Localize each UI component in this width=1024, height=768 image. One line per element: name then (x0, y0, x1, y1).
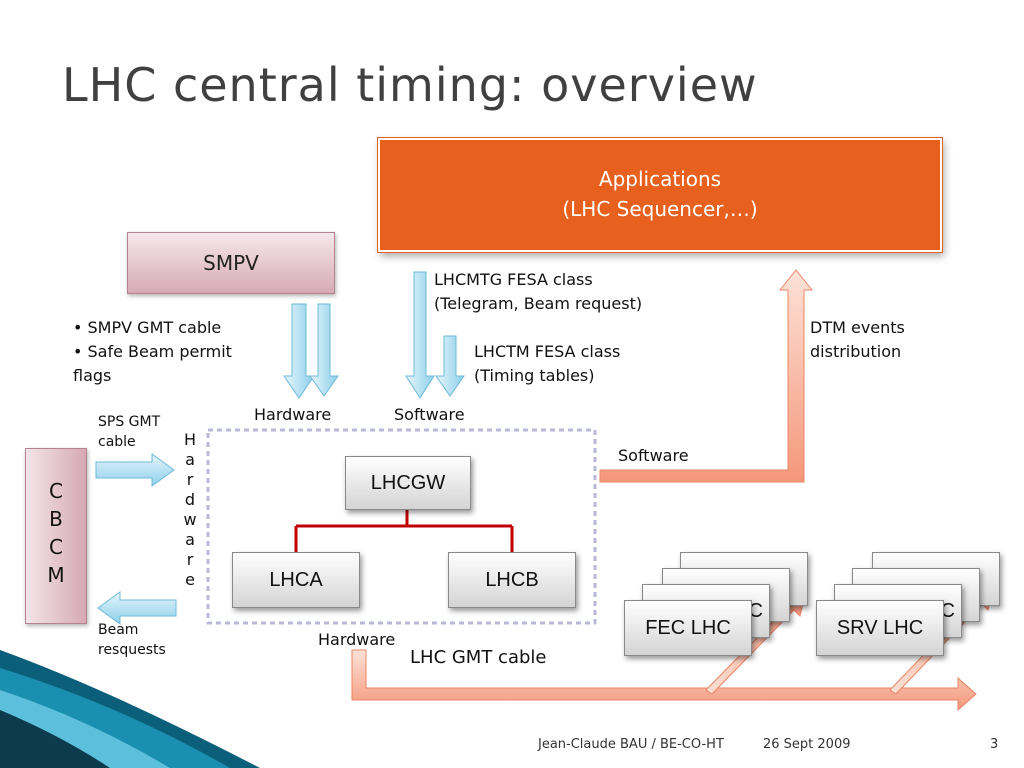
hardware-vertical-char: a (185, 530, 195, 549)
lhcgw-connector (294, 510, 514, 552)
hardware-down-arrow-1 (283, 303, 315, 399)
bullet-flags: flags (73, 366, 112, 385)
beam-requests-line-2: resquests (98, 642, 166, 658)
cbcm-char: B (49, 507, 63, 531)
sps-gmt-arrow (95, 453, 175, 487)
footer-page-number: 3 (990, 737, 999, 752)
dtm-line-1: DTM events (810, 318, 905, 337)
beam-request-arrow (97, 591, 177, 625)
lhcmtg-label: LHCMTG FESA class (Telegram, Beam reques… (434, 268, 642, 316)
software-right-label: Software (618, 446, 689, 465)
gmt-cable-label: LHC GMT cable (410, 647, 547, 668)
applications-label: Applications (598, 167, 722, 191)
applications-box: Applications (LHC Sequencer,…) (378, 138, 942, 252)
hardware-vertical-label: H a r d w a r e (180, 430, 200, 590)
applications-sublabel: (LHC Sequencer,…) (562, 197, 758, 221)
smpv-bullets: • SMPV GMT cable • Safe Beam permit flag… (73, 316, 232, 388)
hardware-vertical-char: w (183, 510, 197, 529)
software-down-arrow-1 (405, 271, 435, 399)
beam-requests-label: Beam resquests (98, 620, 166, 660)
hardware-vertical-char: a (185, 450, 195, 469)
hardware-top-label: Hardware (254, 405, 332, 424)
lhcmtg-line-1: LHCMTG FESA class (434, 270, 593, 289)
gmt-cable-arrow (351, 649, 977, 712)
cbcm-char: C (49, 479, 63, 503)
lhca-box: LHCA (232, 552, 360, 608)
footer-date: 26 Sept 2009 (763, 737, 851, 752)
bullet-gmt-cable: • SMPV GMT cable (73, 318, 222, 337)
fec-lhc-box: FEC LHC (624, 600, 752, 656)
lhcgw-box: LHCGW (345, 456, 471, 510)
software-top-label: Software (394, 405, 465, 424)
software-up-arrow (599, 269, 814, 483)
hardware-vertical-char: d (184, 490, 196, 509)
corner-swoosh (0, 650, 260, 768)
lhctm-line-2: (Timing tables) (474, 366, 595, 385)
cbcm-char: M (47, 563, 65, 587)
cbcm-char: C (49, 535, 63, 559)
cbcm-box: C B C M (25, 448, 87, 624)
beam-requests-line-1: Beam (98, 622, 139, 638)
dtm-line-2: distribution (810, 342, 902, 361)
sps-gmt-line-2: cable (98, 434, 136, 450)
sps-gmt-line-1: SPS GMT (98, 414, 161, 430)
central-timing-dashed-box (206, 428, 597, 625)
srv-lhc-box: SRV LHC (816, 600, 944, 656)
hardware-down-arrow-2 (309, 303, 339, 397)
hardware-vertical-char: r (186, 470, 194, 489)
hardware-vertical-char: r (186, 550, 194, 569)
slide-title: LHC central timing: overview (62, 58, 758, 112)
hardware-vertical-char: e (185, 570, 195, 589)
lhcb-box: LHCB (448, 552, 576, 608)
smpv-box: SMPV (127, 232, 335, 294)
dtm-label: DTM events distribution (810, 316, 905, 364)
hardware-vertical-char: H (183, 430, 197, 449)
lhctm-line-1: LHCTM FESA class (474, 342, 621, 361)
lhcmtg-line-2: (Telegram, Beam request) (434, 294, 643, 313)
bullet-safe-beam: • Safe Beam permit (73, 342, 232, 361)
footer-author: Jean-Claude BAU / BE-CO-HT (538, 737, 724, 752)
lhctm-label: LHCTM FESA class (Timing tables) (474, 340, 620, 388)
hardware-bottom-label: Hardware (318, 630, 396, 649)
sps-gmt-label: SPS GMT cable (98, 412, 160, 452)
software-down-arrow-2 (435, 335, 465, 397)
